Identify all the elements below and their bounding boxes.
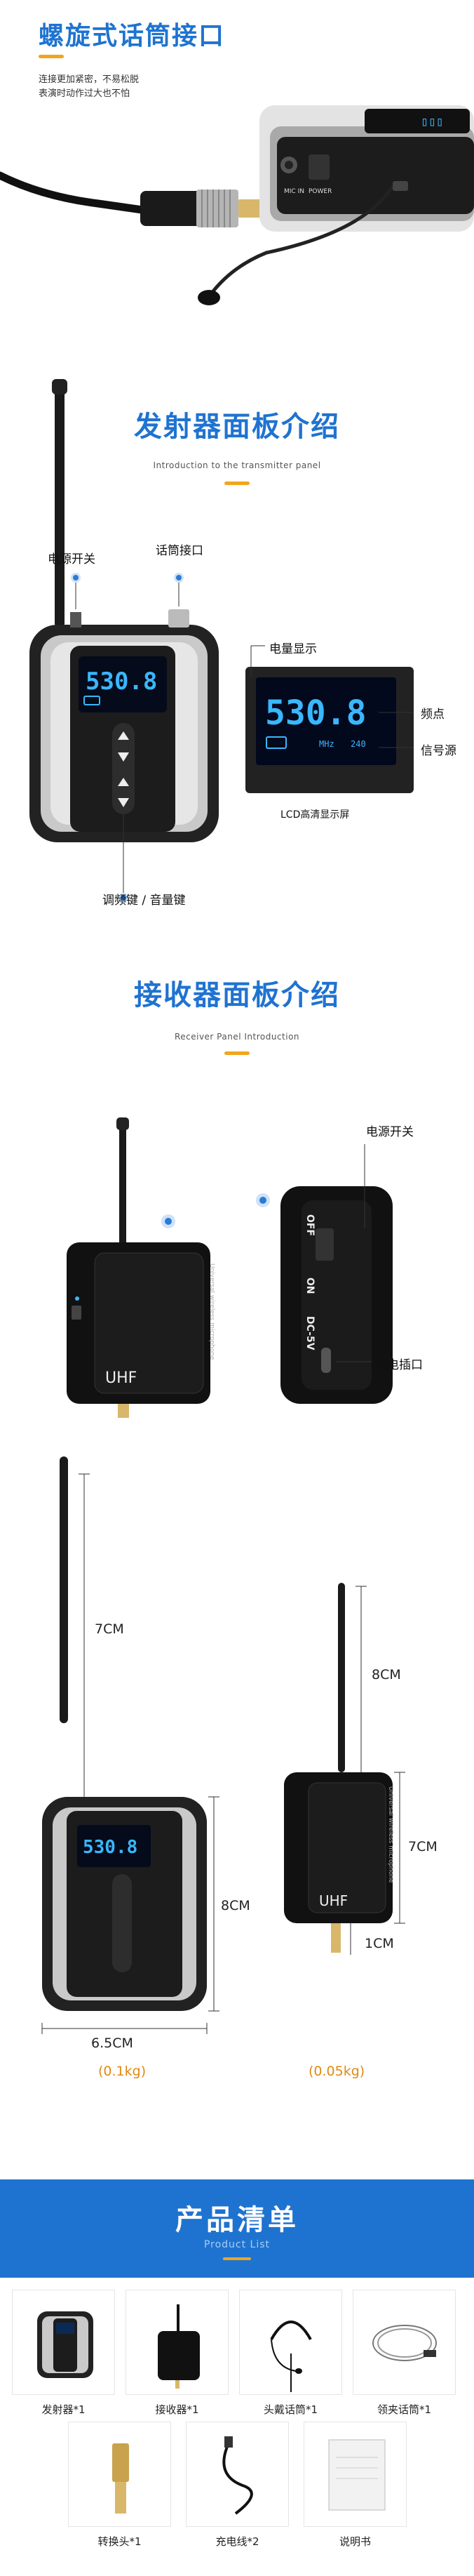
dim-plug-rx: 1CM	[365, 1936, 394, 1951]
product-card-manual	[304, 2422, 407, 2527]
dim-antenna-tx: 7CM	[95, 1621, 124, 1637]
section2-title: 发射器面板介绍	[134, 411, 340, 443]
product-image-transmitter	[37, 2311, 93, 2378]
label-rx-charge-port: 充电插口	[375, 1358, 423, 1372]
svg-text:530.8: 530.8	[83, 1837, 137, 1858]
weight-rx: (0.05kg)	[309, 2064, 365, 2079]
weight-tx: (0.1kg)	[98, 2064, 147, 2079]
label-lcd: LCD高清显示屏	[280, 809, 350, 821]
dim-height-tx: 8CM	[221, 1898, 250, 1913]
headset-mic-icon	[270, 2321, 312, 2392]
product-name-7: 说明书	[339, 2535, 371, 2548]
product-name-1: 发射器*1	[41, 2403, 86, 2416]
bodypack-screen-text: ▯▯▯	[421, 114, 444, 129]
product-image-receiver	[158, 2304, 200, 2389]
plug-body	[140, 191, 203, 226]
product-list-banner	[0, 2179, 474, 2278]
manual-book-icon	[328, 2439, 386, 2511]
section2-accent-bar	[224, 482, 250, 485]
svg-text:POWER: POWER	[309, 188, 332, 195]
label-mic-port: 话筒接口	[156, 544, 203, 558]
section-product-list: 产品清单 Product List	[0, 2127, 474, 2576]
adapter-plug-icon	[112, 2443, 129, 2514]
callout-dot-mic	[174, 573, 184, 583]
label-signal: 信号源	[421, 744, 456, 758]
section-receiver-panel: 接收器面板介绍 Receiver Panel Introduction UHF …	[0, 934, 474, 1418]
product-name-4: 领夹话筒*1	[377, 2403, 432, 2416]
svg-text:UHF: UHF	[105, 1369, 137, 1387]
label-keys: 调频键 / 音量键	[102, 894, 186, 908]
dim-antenna-rx: 8CM	[372, 1667, 401, 1682]
cable	[0, 171, 151, 215]
svg-text:Universal wireless microphone: Universal wireless microphone	[208, 1263, 215, 1360]
svg-text:OFF: OFF	[304, 1214, 316, 1236]
dim-height-rx: 7CM	[408, 1839, 438, 1854]
section-dimensions: 530.8 UHF Universal wireless microphone	[0, 1418, 474, 2127]
product-name-2: 接收器*1	[155, 2403, 199, 2416]
dimension-illustration: 530.8 UHF Universal wireless microphone	[41, 1456, 405, 2034]
svg-text:530.8: 530.8	[86, 668, 157, 696]
product-list-bar	[223, 2257, 251, 2260]
product-list-subtitle: Product List	[203, 2239, 271, 2250]
product-name-3: 头戴话筒*1	[263, 2403, 318, 2416]
charging-cable-icon	[222, 2436, 253, 2515]
svg-text:530.8: 530.8	[265, 693, 367, 733]
svg-text:MHz: MHz	[319, 739, 334, 749]
product-list-title: 产品清单	[175, 2204, 299, 2236]
section1-title: 螺旋式话筒接口	[39, 22, 226, 51]
label-rx-power-switch: 电源开关	[366, 1125, 414, 1139]
svg-text:DC-5V: DC-5V	[304, 1316, 316, 1350]
label-frequency: 频点	[421, 708, 445, 722]
product-name-5: 转换头*1	[97, 2535, 142, 2548]
lavalier-mic-icon	[372, 2325, 437, 2361]
section1-desc-1: 连接更加紧密，不易松脱	[39, 74, 140, 85]
svg-text:MIC IN: MIC IN	[284, 188, 304, 195]
product-card-receiver	[126, 2290, 229, 2395]
svg-text:UHF: UHF	[319, 1892, 348, 1909]
callout-dot-power	[71, 573, 81, 583]
section-transmitter-panel: 发射器面板介绍 Introduction to the transmitter …	[0, 323, 474, 934]
label-battery: 电量显示	[269, 642, 317, 656]
product-card-cable	[186, 2422, 289, 2527]
section3-accent-bar	[224, 1051, 250, 1055]
section3-subtitle: Receiver Panel Introduction	[174, 1032, 300, 1042]
callout-dot-keys	[118, 893, 128, 903]
product-card-lavalier	[353, 2290, 456, 2395]
product-card-adapter	[68, 2422, 171, 2527]
title-accent-bar	[39, 55, 64, 58]
transmitter-illustration: 530.8 530.8 MHz 240	[29, 379, 414, 898]
receiver-illustration: UHF Universal wireless microphone OFF ON…	[67, 1117, 393, 1418]
section3-title: 接收器面板介绍	[134, 979, 340, 1011]
label-power-switch: 电源开关	[48, 552, 95, 566]
svg-text:ON: ON	[304, 1277, 316, 1294]
product-card-transmitter	[12, 2290, 115, 2395]
section2-subtitle: Introduction to the transmitter panel	[153, 460, 321, 470]
svg-text:Universal wireless microphone: Universal wireless microphone	[387, 1786, 394, 1883]
section1-desc-2: 表演时动作过大也不怕	[39, 88, 130, 99]
product-name-6: 充电线*2	[215, 2535, 259, 2548]
dim-width-tx: 6.5CM	[91, 2036, 133, 2051]
section-screw-interface: 螺旋式话筒接口 连接更加紧密，不易松脱 表演时动作过大也不怕	[0, 0, 474, 323]
product-card-headset	[239, 2290, 342, 2395]
svg-text:240: 240	[351, 739, 366, 749]
screw-connector-illustration: ▯▯▯ MIC IN POWER	[0, 105, 474, 305]
